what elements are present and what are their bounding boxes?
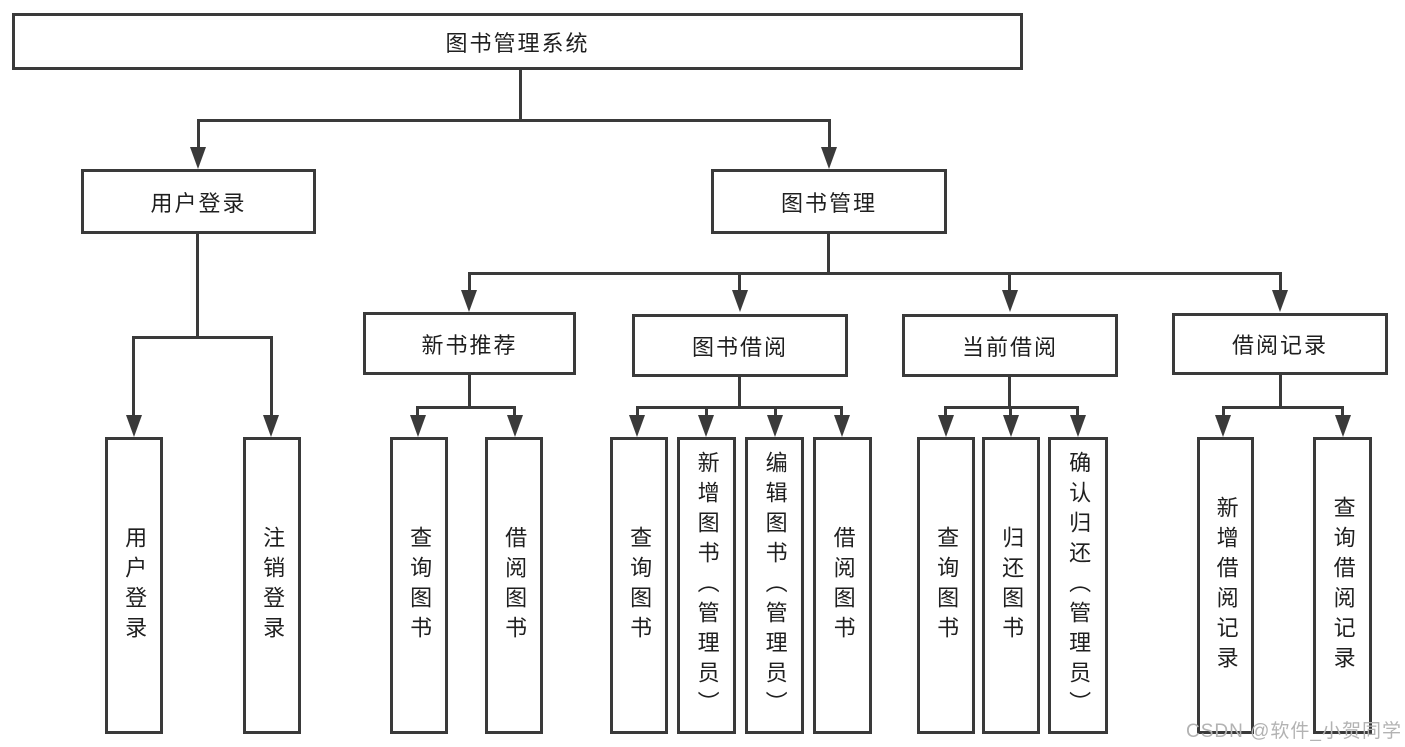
arrow-head [1335,415,1351,437]
node-label: 借阅图书 [830,525,856,646]
arrow-head [410,415,426,437]
node-leaf-borrow-books-recommend: 借阅图书 [485,437,543,734]
node-label: 归还图书 [999,525,1025,646]
connector-line [270,336,273,416]
node-label: 借阅图书 [502,525,528,646]
node-new-book-recommendation: 新书推荐 [363,312,576,375]
connector-line [1009,406,1012,416]
arrow-head [263,415,279,437]
connector-line [840,406,843,416]
node-leaf-return-books: 归还图书 [982,437,1040,734]
arrow-head [461,290,477,312]
node-book-borrowing: 图书借阅 [632,314,848,377]
node-leaf-add-borrow-record: 新增借阅记录 [1197,437,1254,734]
connector-line [197,119,831,122]
connector-line [828,119,831,149]
node-book-management: 图书管理 [711,169,947,234]
node-leaf-borrow-books: 借阅图书 [813,437,872,734]
node-label: 图书管理系统 [445,30,590,56]
connector-line [133,336,273,339]
arrow-head [1002,290,1018,312]
node-leaf-query-books-borrowing: 查询图书 [610,437,668,734]
connector-line [774,406,777,416]
connector-line [1008,377,1011,409]
connector-line [196,233,199,339]
node-label: 借阅记录 [1231,333,1328,358]
connector-line [416,406,419,416]
arrow-head [767,415,783,437]
connector-line [1076,406,1079,416]
connector-line [468,272,1282,275]
node-label: 注销登录 [260,525,286,646]
node-label: 新增借阅记录 [1213,495,1239,676]
arrow-head [507,415,523,437]
node-leaf-confirm-return-admin: 确认归还（管理员） [1048,437,1108,734]
connector-line [468,375,471,409]
node-leaf-query-borrow-record: 查询借阅记录 [1313,437,1372,734]
connector-line [636,406,639,416]
arrow-head [190,147,206,169]
connector-line [705,406,708,416]
node-label: 确认归还（管理员） [1066,450,1092,721]
node-borrowing-records: 借阅记录 [1172,313,1388,375]
node-leaf-edit-books-admin: 编辑图书（管理员） [745,437,804,734]
connector-line [197,119,200,149]
arrow-head [938,415,954,437]
connector-line [519,69,522,119]
node-label: 新增图书（管理员） [694,450,720,721]
node-library-management-system: 图书管理系统 [12,13,1023,70]
connector-line [1008,272,1011,292]
node-label: 用户登录 [122,525,148,646]
connector-line [132,336,135,416]
node-user-login: 用户登录 [81,169,316,234]
connector-line [944,406,947,416]
csdn-watermark: CSDN @软件_小贺同学 [1186,721,1402,742]
connector-line [1222,406,1225,416]
node-label: 图书借阅 [691,334,788,360]
connector-line [1279,272,1282,292]
connector-line [1341,406,1344,416]
arrow-head [821,147,837,169]
node-leaf-user-login: 用户登录 [105,437,163,734]
connector-line [1222,406,1344,409]
node-leaf-logout: 注销登录 [243,437,301,734]
node-leaf-add-books-admin: 新增图书（管理员） [677,437,736,734]
arrow-head [1272,290,1288,312]
connector-line [416,406,516,409]
connector-line [1279,375,1282,409]
node-leaf-query-books-recommend: 查询图书 [390,437,448,734]
arrow-head [629,415,645,437]
node-leaf-query-books-current: 查询图书 [917,437,975,734]
node-label: 查询图书 [934,525,960,646]
arrow-head [126,415,142,437]
node-label: 查询图书 [627,525,653,646]
arrow-head [698,415,714,437]
connector-line [738,377,741,409]
arrow-head [1070,415,1086,437]
node-label: 编辑图书（管理员） [762,450,788,721]
arrow-head [732,290,748,312]
node-label: 查询借阅记录 [1330,495,1356,676]
connector-line [738,272,741,292]
arrow-head [1003,415,1019,437]
arrow-head [1215,415,1231,437]
connector-line [827,233,830,275]
connector-line [513,406,516,416]
connector-line [636,406,843,409]
node-label: 当前借阅 [961,334,1058,360]
node-label: 图书管理 [780,190,877,216]
node-label: 新书推荐 [421,332,518,358]
node-label: 查询图书 [407,525,433,646]
connector-line [468,272,471,292]
node-current-borrowing: 当前借阅 [902,314,1118,377]
node-label: 用户登录 [150,190,247,216]
arrow-head [834,415,850,437]
